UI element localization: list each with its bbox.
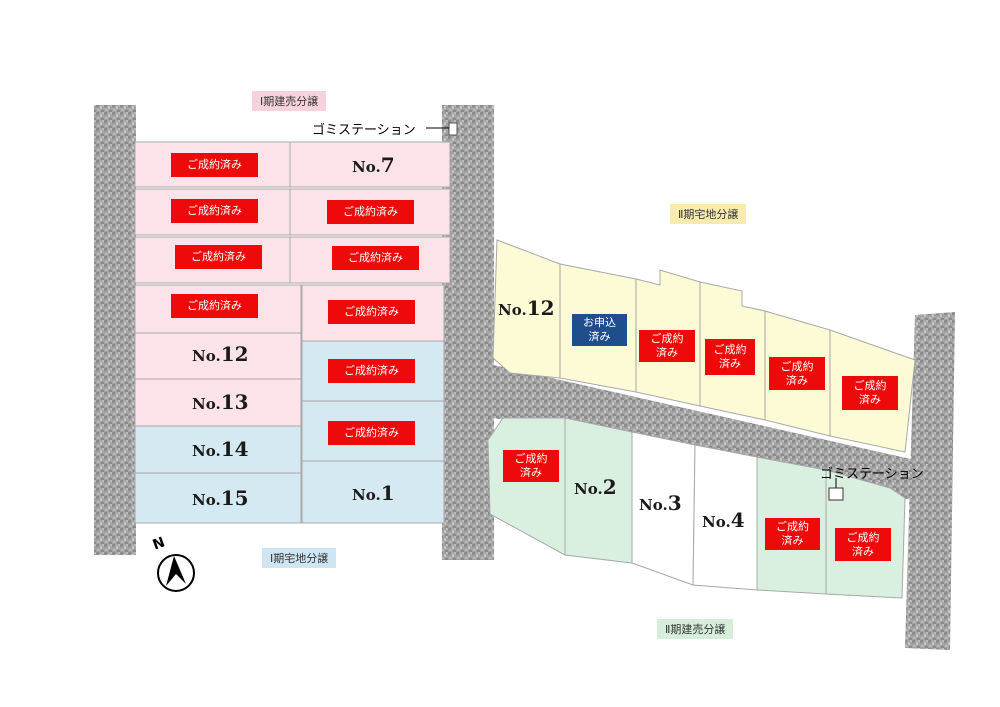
sold-badge: ご成約済み [332, 246, 419, 270]
road-middle [442, 105, 494, 560]
garbage-station-label-2: ゴミステーション [820, 467, 924, 482]
sold-badge: ご成約 済み [769, 357, 825, 390]
garbage-station-box-1 [448, 122, 458, 136]
garbage-station-label-1: ゴミステーション [312, 123, 416, 138]
road-right [905, 312, 955, 650]
lot-number-1: No.1 [352, 481, 395, 505]
sold-badge: ご成約 済み [503, 450, 559, 482]
sold-badge: ご成約 済み [842, 376, 898, 410]
lot-number-7: No.7 [352, 153, 395, 177]
applied-badge: お申込 済み [572, 314, 627, 346]
sold-badge: ご成約済み [171, 199, 258, 223]
sold-badge: ご成約済み [327, 200, 414, 224]
lot-number-12: No.12 [192, 342, 249, 366]
lot-number-4: No.4 [702, 508, 745, 532]
sold-badge: ご成約 済み [835, 528, 891, 561]
sold-badge: ご成約済み [171, 153, 258, 177]
sold-badge: ご成約 済み [765, 518, 820, 550]
phase2-built-label: Ⅱ期建売分譲 [657, 619, 734, 639]
lot-number-15: No.15 [192, 486, 249, 510]
sold-badge: ご成約済み [328, 359, 415, 383]
lot-number-3: No.3 [639, 491, 682, 515]
lot-number-13: No.13 [192, 390, 249, 414]
road-left [94, 105, 136, 555]
phase2-land-label: Ⅱ期宅地分譲 [670, 204, 747, 224]
garbage-station-box-2 [828, 487, 844, 501]
sold-badge: ご成約済み [328, 300, 415, 324]
road-diagonal [494, 365, 915, 500]
lot-number-12-phase2: No.12 [498, 296, 555, 320]
sold-badge: ご成約済み [175, 245, 262, 269]
lot-number-14: No.14 [192, 437, 249, 461]
lot-number-2: No.2 [574, 475, 617, 499]
sold-badge: ご成約 済み [639, 330, 695, 362]
north-arrow-icon [157, 554, 195, 592]
phase1-built-label: Ⅰ期建売分譲 [252, 91, 327, 111]
sold-badge: ご成約済み [328, 421, 415, 445]
sold-badge: ご成約済み [171, 294, 258, 318]
sold-badge: ご成約 済み [705, 339, 755, 375]
phase1-land-label: Ⅰ期宅地分譲 [262, 548, 337, 568]
